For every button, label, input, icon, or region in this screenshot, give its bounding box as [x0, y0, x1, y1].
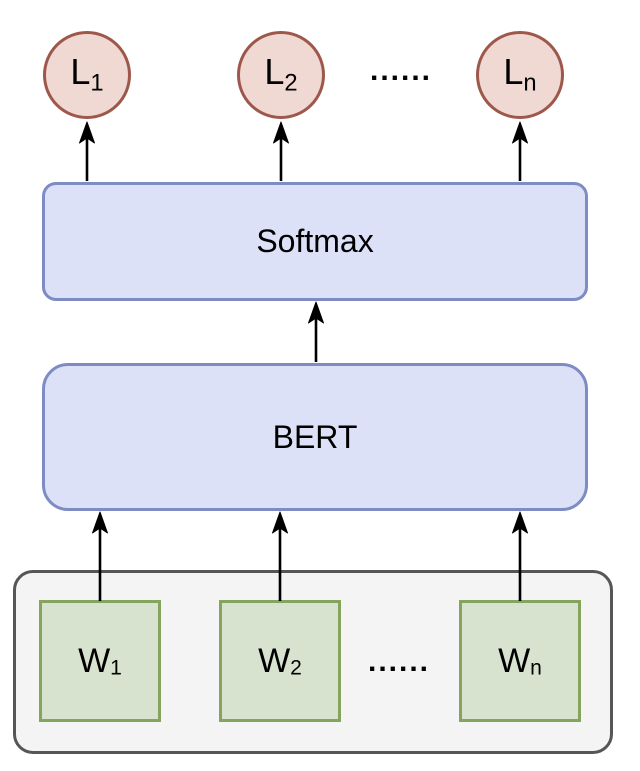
input-node-w1: W1 [39, 600, 161, 722]
input-node-wn-label: Wn [498, 641, 542, 680]
output-node-ln: Ln [476, 31, 564, 119]
output-node-l2-label: L2 [264, 51, 298, 97]
input-node-w2: W2 [219, 600, 341, 722]
output-node-ln-label: Ln [503, 51, 537, 97]
softmax-label: Softmax [256, 223, 374, 259]
output-node-l2: L2 [237, 31, 325, 119]
input-ellipsis: ...... [368, 645, 431, 678]
bert-box: BERT [42, 363, 588, 511]
arrow-softmax-to-l1 [79, 121, 95, 181]
softmax-box: Softmax [42, 182, 588, 301]
output-node-l1: L1 [43, 31, 131, 119]
arrow-softmax-to-ln [512, 121, 528, 181]
arrow-softmax-to-l2 [273, 121, 289, 181]
input-node-wn: Wn [459, 600, 581, 722]
input-node-w2-label: W2 [258, 641, 302, 680]
arrow-bert-to-softmax [308, 301, 324, 362]
output-node-l1-label: L1 [70, 51, 104, 97]
bert-label: BERT [272, 418, 358, 455]
output-ellipsis: ...... [370, 54, 433, 87]
input-node-w1-label: W1 [78, 641, 122, 680]
